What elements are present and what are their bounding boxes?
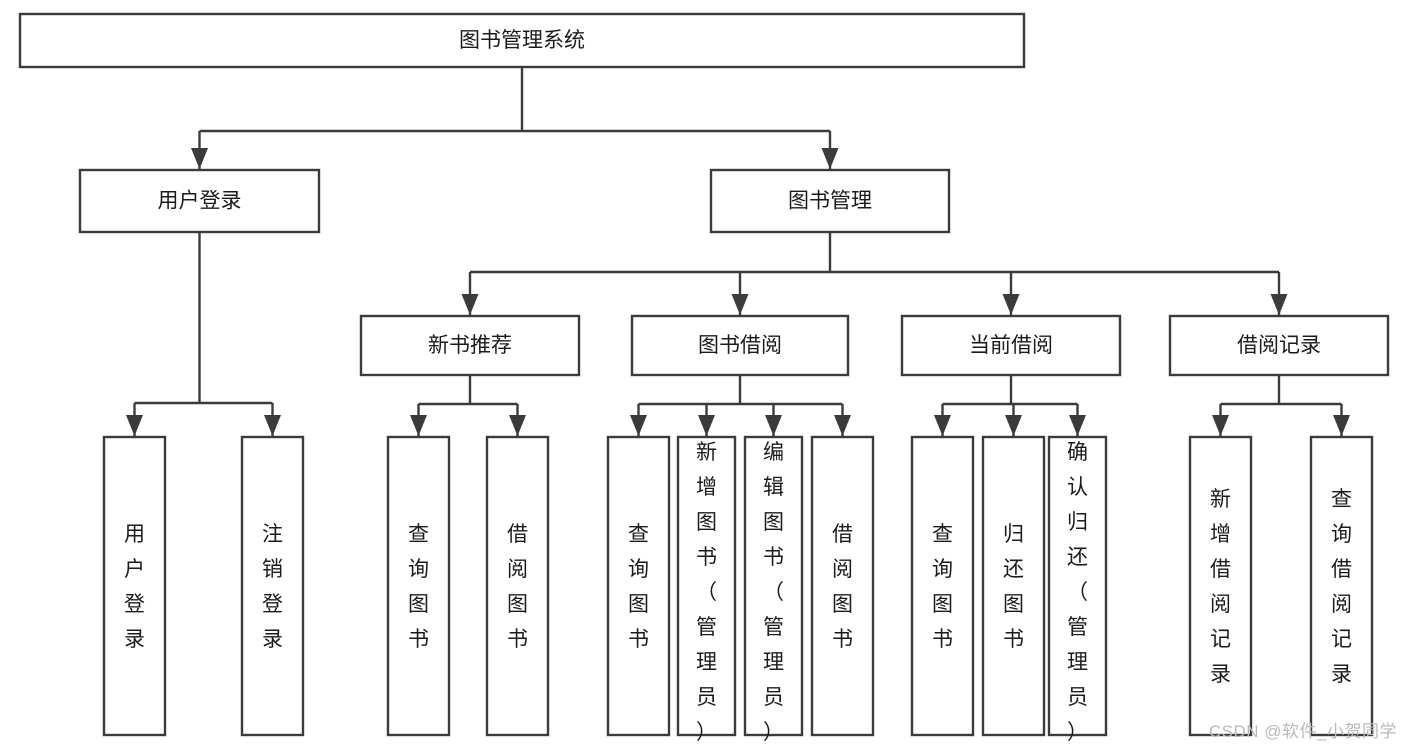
arrow-head-icon (410, 415, 427, 436)
arrow-head-icon (1270, 294, 1288, 315)
node-box[interactable] (386, 435, 451, 737)
arrow-head-icon (630, 415, 647, 436)
node-leaf-borrow-book-2[interactable]: 借阅图书 (810, 435, 875, 737)
node-leaf-query-book-2[interactable]: 查询图书 (606, 435, 671, 737)
node-label: 注销登录 (262, 523, 283, 651)
node-leaf-query-book-3[interactable]: 查询图书 (910, 435, 975, 737)
arrow-head-icon (765, 415, 782, 436)
node-leaf-query-record[interactable]: 查询借阅记录 (1309, 435, 1374, 737)
arrow-head-icon (1002, 294, 1020, 315)
node-label: 归还图书 (1003, 523, 1024, 651)
arrow-head-icon (461, 294, 479, 315)
node-box[interactable] (18, 12, 1026, 69)
arrow-head-icon (126, 415, 143, 436)
node-label: 查询借阅记录 (1331, 488, 1352, 686)
node-box[interactable] (1168, 314, 1390, 377)
arrow-head-icon (1333, 415, 1350, 436)
node-leaf-edit-book[interactable]: 编辑图书（管理员） (743, 435, 804, 744)
node-box[interactable] (630, 314, 850, 377)
node-book-manage[interactable]: 图书管理 (709, 168, 951, 234)
node-label: 借阅记录 (1237, 334, 1321, 357)
node-leaf-add-book[interactable]: 新增图书（管理员） (676, 435, 737, 744)
node-label: 用户登录 (124, 523, 145, 651)
node-book-borrow[interactable]: 图书借阅 (630, 314, 850, 377)
watermark-text: CSDN @软件_小贺同学 (1208, 722, 1397, 741)
node-label: 用户登录 (158, 190, 242, 213)
node-leaf-add-record[interactable]: 新增借阅记录 (1188, 435, 1253, 737)
node-box[interactable] (102, 435, 167, 737)
nodes-layer: 图书管理系统用户登录图书管理新书推荐图书借阅当前借阅借阅记录用户登录注销登录查询… (18, 12, 1390, 744)
node-leaf-query-book-1[interactable]: 查询图书 (386, 435, 451, 737)
node-label: 编辑图书（管理员） (763, 441, 784, 744)
arrow-head-icon (264, 415, 281, 436)
node-box[interactable] (676, 435, 737, 737)
node-label: 图书管理 (788, 190, 872, 213)
node-box[interactable] (981, 435, 1046, 737)
node-new-book-recommend[interactable]: 新书推荐 (359, 314, 581, 377)
node-label: 新增借阅记录 (1210, 488, 1231, 686)
arrow-head-icon (1212, 415, 1229, 436)
node-box[interactable] (485, 435, 550, 737)
arrow-head-icon (698, 415, 715, 436)
node-user-login[interactable]: 用户登录 (78, 168, 321, 234)
node-box[interactable] (1047, 435, 1108, 737)
connectors-layer (126, 67, 1350, 436)
node-leaf-user-login[interactable]: 用户登录 (102, 435, 167, 737)
node-root[interactable]: 图书管理系统 (18, 12, 1026, 69)
node-leaf-logout[interactable]: 注销登录 (240, 435, 305, 737)
arrow-head-icon (834, 415, 851, 436)
node-label: 借阅图书 (832, 523, 853, 651)
node-box[interactable] (1309, 435, 1374, 737)
node-leaf-confirm-return[interactable]: 确认归还（管理员） (1047, 435, 1108, 744)
node-label: 当前借阅 (969, 334, 1053, 357)
arrow-head-icon (1005, 415, 1022, 436)
node-box[interactable] (709, 168, 951, 234)
node-box[interactable] (359, 314, 581, 377)
node-box[interactable] (743, 435, 804, 737)
node-box[interactable] (78, 168, 321, 234)
node-label: 借阅图书 (507, 523, 528, 651)
arrow-head-icon (731, 294, 749, 315)
arrow-head-icon (509, 415, 526, 436)
node-box[interactable] (910, 435, 975, 737)
arrow-head-icon (191, 148, 208, 169)
node-label: 新增图书（管理员） (696, 441, 717, 744)
node-label: 确认归还（管理员） (1067, 441, 1088, 744)
arrow-head-icon (821, 148, 839, 169)
node-label: 查询图书 (408, 523, 429, 651)
node-current-borrow[interactable]: 当前借阅 (900, 314, 1122, 377)
node-leaf-borrow-book-1[interactable]: 借阅图书 (485, 435, 550, 737)
node-borrow-record[interactable]: 借阅记录 (1168, 314, 1390, 377)
node-label: 查询图书 (628, 523, 649, 651)
node-leaf-return-book[interactable]: 归还图书 (981, 435, 1046, 737)
node-label: 新书推荐 (428, 334, 512, 357)
node-label: 图书管理系统 (459, 29, 585, 52)
node-box[interactable] (240, 435, 305, 737)
node-label: 查询图书 (932, 523, 953, 651)
node-box[interactable] (900, 314, 1122, 377)
node-box[interactable] (810, 435, 875, 737)
node-box[interactable] (606, 435, 671, 737)
arrow-head-icon (934, 415, 951, 436)
node-box[interactable] (1188, 435, 1253, 737)
arrow-head-icon (1069, 415, 1086, 436)
node-label: 图书借阅 (698, 334, 782, 357)
